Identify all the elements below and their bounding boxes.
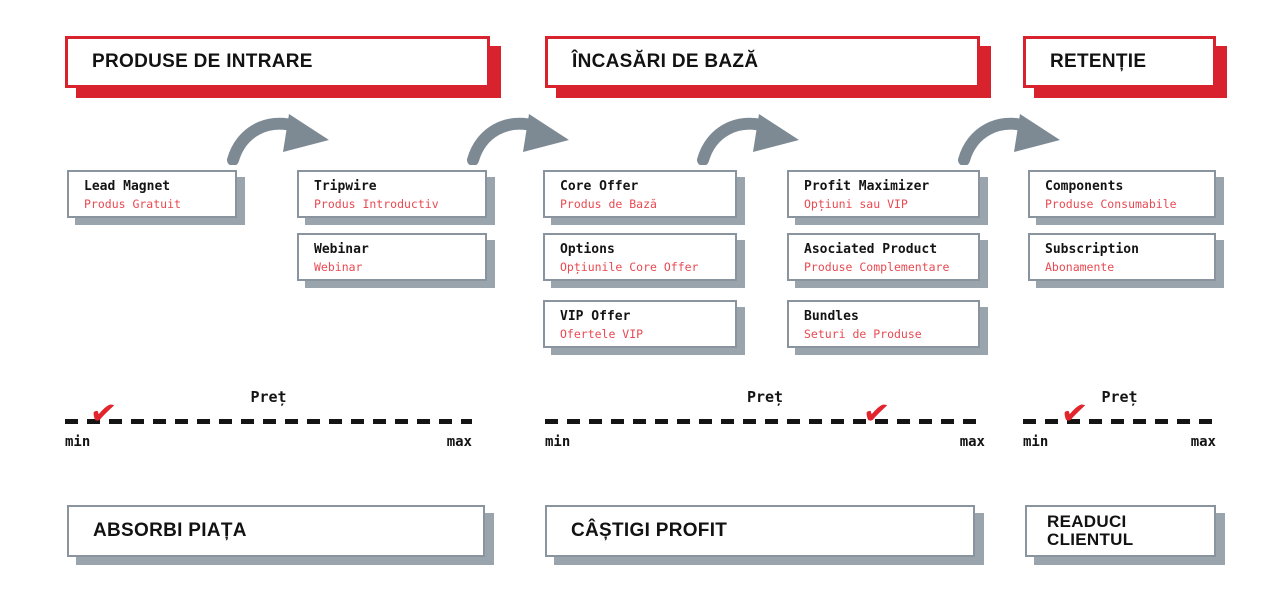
- card-title: Asociated Product: [804, 242, 938, 257]
- card-title: VIP Offer: [560, 309, 631, 324]
- stage-header-incasari-de-baza: ÎNCASĂRI DE BAZĂ: [545, 36, 980, 88]
- card-title: Options: [560, 242, 615, 257]
- card-subtitle: Produs Gratuit: [84, 197, 181, 211]
- card-title: Lead Magnet: [84, 179, 171, 194]
- card-subtitle: Webinar: [314, 260, 363, 274]
- price-max-label: max: [1190, 434, 1216, 450]
- card-title: Components: [1045, 179, 1124, 194]
- price-axis: ✔: [545, 393, 985, 433]
- card-title: Core Offer: [560, 179, 639, 194]
- product-card-components: Components Produse Consumabile: [1028, 170, 1216, 218]
- flow-arrow-icon: [467, 114, 569, 165]
- card-title: Profit Maximizer: [804, 179, 930, 194]
- card-subtitle: Opțiuni sau VIP: [804, 197, 908, 211]
- check-icon: ✔: [87, 392, 119, 434]
- stage-footer-absorbi-piata: ABSORBI PIAȚA: [67, 505, 485, 557]
- product-card-lead-magnet: Lead Magnet Produs Gratuit: [67, 170, 237, 218]
- price-max-label: max: [446, 434, 472, 450]
- stage-header-label: PRODUSE DE INTRARE: [92, 51, 313, 72]
- product-card-asociated-product: Asociated Product Produse Complementare: [787, 233, 980, 281]
- price-scale-2: Preț ✔ min max: [545, 388, 985, 450]
- card-subtitle: Produs Introductiv: [314, 197, 439, 211]
- price-min-label: min: [65, 434, 91, 450]
- product-card-webinar: Webinar Webinar: [297, 233, 487, 281]
- price-min-label: min: [545, 434, 571, 450]
- stage-footer-readuci-clientul: READUCI CLIENTUL: [1025, 505, 1216, 557]
- card-subtitle: Produse Complementare: [804, 260, 950, 274]
- card-subtitle: Ofertele VIP: [560, 327, 644, 341]
- product-card-profit-maximizer: Profit Maximizer Opțiuni sau VIP: [787, 170, 980, 218]
- price-scale-3: Preț ✔ min max: [1023, 388, 1216, 450]
- price-scale-title: Preț: [1101, 388, 1138, 406]
- card-subtitle: Produse Consumabile: [1045, 197, 1177, 211]
- flow-arrow-icon: [958, 114, 1060, 165]
- card-title: Webinar: [314, 242, 369, 257]
- price-axis: ✔: [1023, 393, 1216, 433]
- product-card-subscription: Subscription Abonamente: [1028, 233, 1216, 281]
- card-subtitle: Seturi de Produse: [804, 327, 922, 341]
- price-min-label: min: [1023, 434, 1049, 450]
- card-title: Bundles: [804, 309, 859, 324]
- stage-footer-castigi-profit: CÂȘTIGI PROFIT: [545, 505, 975, 557]
- product-card-bundles: Bundles Seturi de Produse: [787, 300, 980, 348]
- price-scale-1: Preț ✔ min max: [65, 388, 472, 450]
- stage-header-label: RETENȚIE: [1050, 51, 1147, 72]
- stage-footer-label: READUCI CLIENTUL: [1047, 512, 1134, 549]
- card-subtitle: Opțiunile Core Offer: [560, 260, 699, 274]
- price-scale-title: Preț: [250, 388, 287, 406]
- stage-footer-label: ABSORBI PIAȚA: [93, 520, 247, 542]
- card-title: Tripwire: [314, 179, 377, 194]
- check-icon: ✔: [1059, 392, 1090, 434]
- stage-footer-label: CÂȘTIGI PROFIT: [571, 520, 728, 542]
- product-card-vip-offer: VIP Offer Ofertele VIP: [543, 300, 737, 348]
- stage-header-retentie: RETENȚIE: [1023, 36, 1216, 88]
- price-axis: ✔: [65, 393, 472, 433]
- product-card-tripwire: Tripwire Produs Introductiv: [297, 170, 487, 218]
- card-subtitle: Produs de Bază: [560, 197, 657, 211]
- flow-arrow-icon: [697, 114, 799, 165]
- stage-header-produse-de-intrare: PRODUSE DE INTRARE: [65, 36, 490, 88]
- product-card-core-offer: Core Offer Produs de Bază: [543, 170, 737, 218]
- card-title: Subscription: [1045, 242, 1139, 257]
- flow-arrow-icon: [227, 114, 329, 165]
- product-card-options: Options Opțiunile Core Offer: [543, 233, 737, 281]
- check-icon: ✔: [861, 392, 892, 434]
- price-max-label: max: [959, 434, 985, 450]
- card-subtitle: Abonamente: [1045, 260, 1115, 274]
- price-scale-title: Preț: [746, 388, 784, 406]
- stage-header-label: ÎNCASĂRI DE BAZĂ: [572, 51, 759, 72]
